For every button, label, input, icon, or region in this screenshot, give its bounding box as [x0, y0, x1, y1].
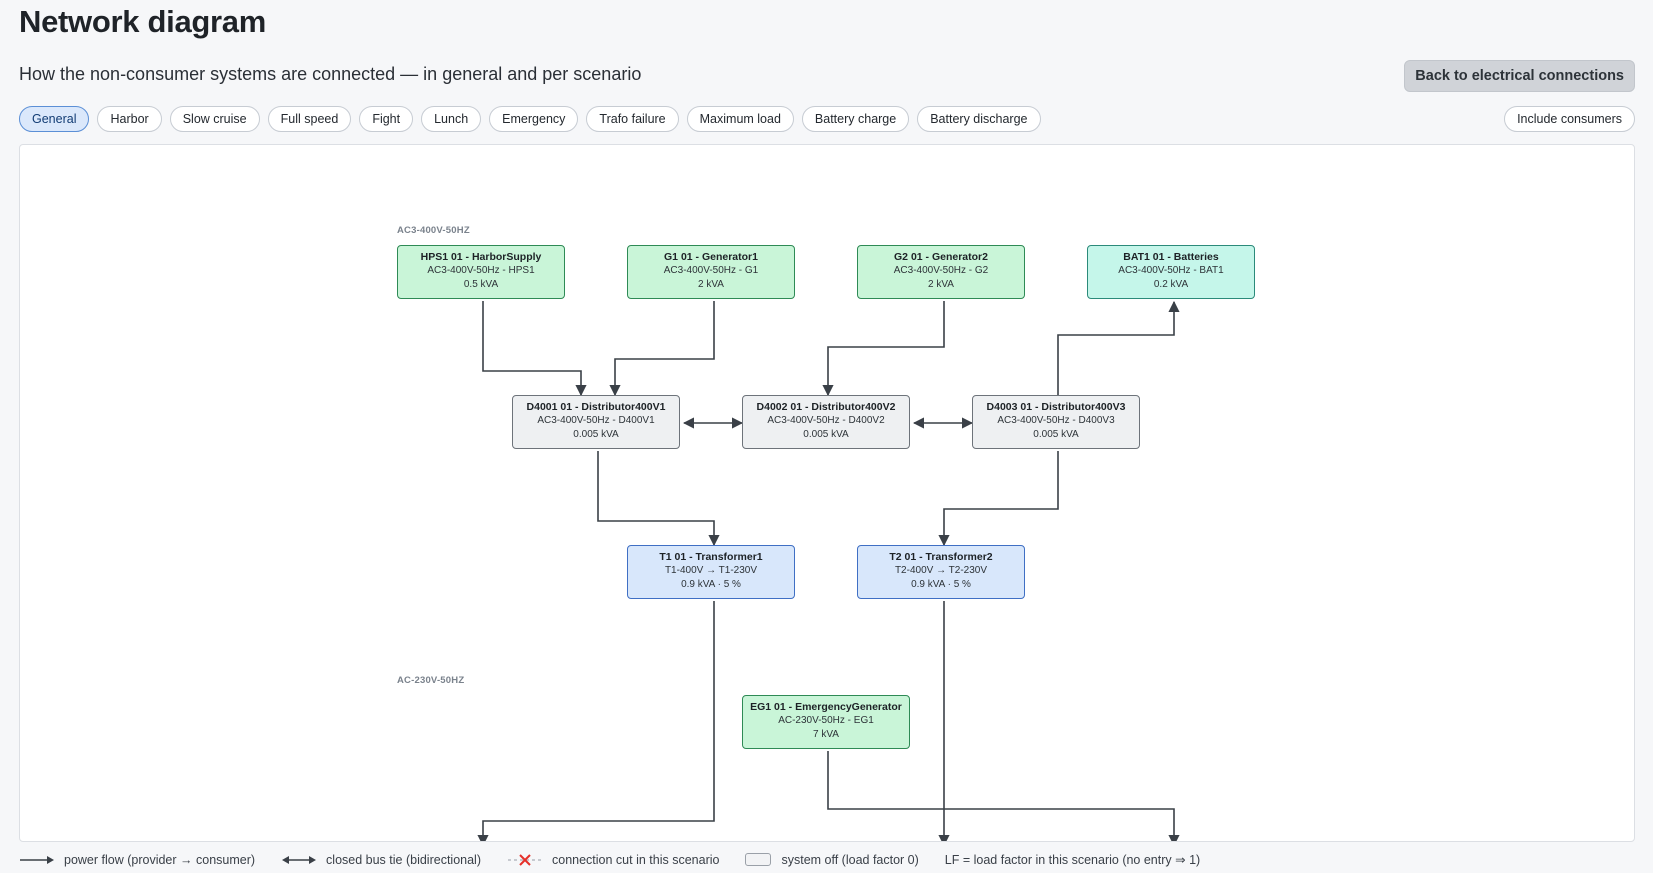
node-d4001-distributor400v1[interactable]: D4001 01 - Distributor400V1 AC3-400V-50H… — [512, 395, 680, 449]
edge-hps1-d4001 — [482, 301, 587, 397]
back-to-electrical-connections-button[interactable]: Back to electrical connections — [1404, 60, 1635, 92]
arrow-right-icon — [20, 855, 54, 864]
legend-system-off: system off (load factor 0) — [745, 852, 919, 867]
node-rating: 2 kVA — [698, 279, 724, 290]
legend-system-off-label: system off (load factor 0) — [781, 852, 919, 867]
connection-lines — [477, 300, 1180, 841]
tab-general[interactable]: General — [19, 106, 90, 132]
page-subtitle: How the non-consumer systems are connect… — [19, 64, 642, 84]
node-title: G2 01 - Generator2 — [894, 251, 988, 263]
tab-maximum-load[interactable]: Maximum load — [686, 106, 794, 132]
node-title: D4003 01 - Distributor400V3 — [986, 401, 1126, 413]
legend-power-flow: power flow (provider → consumer) — [19, 853, 255, 867]
legend-bus-tie-label: closed bus tie (bidirectional) — [326, 852, 481, 867]
node-rating: 0.9 kVA · 5 % — [681, 579, 741, 590]
node-detail: AC3-400V-50Hz - BAT1 — [1118, 265, 1224, 276]
node-title: T1 01 - Transformer1 — [659, 551, 763, 563]
tab-lunch[interactable]: Lunch — [421, 106, 482, 132]
node-rating: 0.005 kVA — [803, 429, 849, 440]
node-detail: AC3-400V-50Hz - HPS1 — [427, 265, 535, 276]
node-title: D4002 01 - Distributor400V2 — [756, 401, 896, 413]
node-rating: 0.005 kVA — [573, 429, 619, 440]
node-d4002-distributor400v2[interactable]: D4002 01 - Distributor400V2 AC3-400V-50H… — [742, 395, 910, 449]
node-title: HPS1 01 - HarborSupply — [420, 251, 542, 263]
legend-load-factor-label: LF = load factor in this scenario (no en… — [944, 853, 1201, 867]
node-detail: AC3-400V-50Hz - D400V3 — [997, 415, 1115, 426]
legend-power-flow-label: power flow (provider → consumer) — [64, 852, 256, 867]
lane-label-ac400: AC3-400V-50HZ — [397, 225, 470, 236]
node-rating: 0.005 kVA — [1033, 429, 1079, 440]
legend-cut: connection cut in this scenario — [507, 853, 719, 867]
edge-d4003-bat1 — [1057, 300, 1180, 395]
node-detail: AC3-400V-50Hz - G1 — [663, 265, 759, 276]
legend-bus-tie: closed bus tie (bidirectional) — [281, 853, 481, 867]
tab-slow-cruise[interactable]: Slow cruise — [169, 106, 260, 132]
node-detail: AC3-400V-50Hz - D400V1 — [537, 415, 655, 426]
node-rating: 0.5 kVA — [463, 279, 499, 290]
node-detail: T1-400V → T1-230V — [664, 565, 758, 576]
node-rating: 2 kVA — [928, 279, 954, 290]
node-g2-generator2[interactable]: G2 01 - Generator2 AC3-400V-50Hz - G2 2 … — [857, 245, 1025, 299]
node-eg1-emergency-generator[interactable]: EG1 01 - EmergencyGenerator AC-230V-50Hz… — [742, 695, 910, 749]
cut-x-icon — [508, 853, 542, 866]
tab-fight[interactable]: Fight — [359, 106, 414, 132]
legend-load-factor: LF = load factor in this scenario (no en… — [945, 852, 1200, 867]
edge-t1-down — [477, 601, 715, 841]
node-rating: 0.2 kVA — [1153, 279, 1189, 290]
tab-trafo-failure[interactable]: Trafo failure — [586, 106, 679, 132]
node-rating: 7 kVA — [813, 729, 839, 740]
node-detail: T2-400V → T2-230V — [894, 565, 988, 576]
edge-g1-d4001 — [609, 301, 715, 397]
tab-harbor[interactable]: Harbor — [97, 106, 162, 132]
edge-d4003-t2 — [938, 451, 1059, 547]
tab-battery-charge[interactable]: Battery charge — [801, 106, 910, 132]
edge-eg1-down — [827, 751, 1180, 841]
legend-cut-label: connection cut in this scenario — [552, 852, 720, 867]
node-title: G1 01 - Generator1 — [664, 251, 758, 263]
node-t1-transformer1[interactable]: T1 01 - Transformer1 T1-400V → T1-230V 0… — [627, 545, 795, 599]
page-title: Network diagram — [19, 4, 267, 39]
node-t2-transformer2[interactable]: T2 01 - Transformer2 T2-400V → T2-230V 0… — [857, 545, 1025, 599]
node-title: EG1 01 - EmergencyGenerator — [750, 701, 902, 713]
network-diagram-canvas[interactable]: AC3-400V-50HZ AC-230V-50HZ HPS1 01 - Har… — [19, 144, 1635, 842]
edge-g2-d4002 — [822, 301, 945, 397]
node-title: BAT1 01 - Batteries — [1123, 251, 1219, 263]
tab-battery-discharge[interactable]: Battery discharge — [917, 106, 1041, 132]
node-detail: AC3-400V-50Hz - G2 — [893, 265, 989, 276]
scenario-tabs: General Harbor Slow cruise Full speed Fi… — [19, 106, 1041, 132]
node-hps1-harbor-supply[interactable]: HPS1 01 - HarborSupply AC3-400V-50Hz - H… — [397, 245, 565, 299]
node-d4003-distributor400v3[interactable]: D4003 01 - Distributor400V3 AC3-400V-50H… — [972, 395, 1140, 449]
node-bat1-batteries[interactable]: BAT1 01 - Batteries AC3-400V-50Hz - BAT1… — [1087, 245, 1255, 299]
node-rating: 0.9 kVA · 5 % — [911, 579, 971, 590]
include-consumers-button[interactable]: Include consumers — [1504, 106, 1635, 132]
node-g1-generator1[interactable]: G1 01 - Generator1 AC3-400V-50Hz - G1 2 … — [627, 245, 795, 299]
node-title: T2 01 - Transformer2 — [889, 551, 993, 563]
double-arrow-icon — [282, 855, 317, 864]
node-detail: AC3-400V-50Hz - D400V2 — [767, 415, 885, 426]
edge-d4001-t1 — [597, 451, 720, 547]
node-title: D4001 01 - Distributor400V1 — [526, 401, 666, 413]
system-off-swatch — [745, 853, 772, 866]
legend: power flow (provider → consumer) closed … — [19, 852, 1226, 867]
lane-label-ac230: AC-230V-50HZ — [397, 675, 465, 686]
node-detail: AC-230V-50Hz - EG1 — [778, 715, 874, 726]
tab-full-speed[interactable]: Full speed — [267, 106, 352, 132]
tab-emergency[interactable]: Emergency — [489, 106, 579, 132]
